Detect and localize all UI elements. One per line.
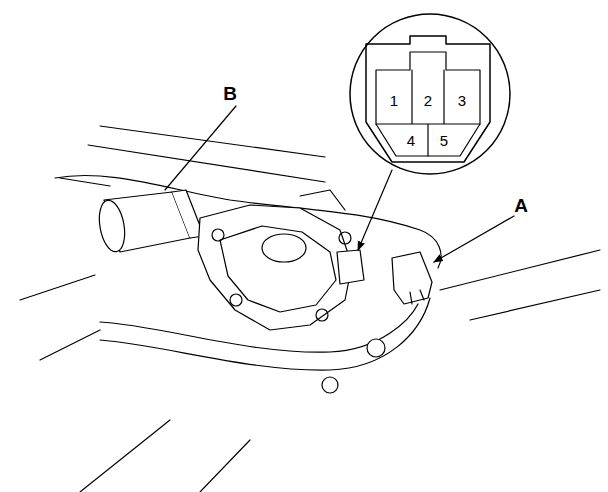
bolt: [212, 229, 224, 241]
panel-line: [60, 178, 110, 186]
motor-connector: [337, 250, 364, 284]
harness-connector: [392, 252, 432, 304]
panel-line: [300, 190, 345, 210]
pin-dividers: [376, 70, 480, 156]
gearbox-housing: [198, 205, 352, 330]
label-holder: B: [223, 84, 237, 103]
inset-circle: [350, 14, 510, 174]
leader-arrow: [434, 216, 514, 262]
panel-line: [20, 275, 100, 360]
label-holder: 1: [390, 93, 398, 108]
motor-end: [96, 198, 129, 253]
harness-clip: [367, 339, 385, 357]
inset-arrow: [358, 170, 392, 250]
label-holder: 3: [458, 93, 466, 108]
label-holder: A: [514, 196, 528, 215]
pin-number: 3: [458, 93, 466, 108]
bolt: [322, 377, 338, 393]
pin-number: 2: [424, 93, 432, 108]
panel-line: [80, 420, 250, 492]
label-holder: 2: [424, 93, 432, 108]
label-holder: 5: [440, 133, 448, 148]
pin-cells: [376, 52, 480, 156]
part-letter: B: [223, 84, 237, 103]
bolt: [339, 232, 351, 244]
pin-number: 4: [407, 133, 415, 148]
bolt: [230, 294, 242, 306]
panel-line: [88, 145, 325, 182]
connector-face: [366, 36, 490, 162]
part-letter: A: [514, 196, 528, 215]
bolt: [316, 309, 328, 321]
gear-boss: [262, 234, 306, 262]
wire-harness: [100, 298, 430, 370]
gearbox-cover: [220, 226, 336, 312]
pin-number: 1: [390, 93, 398, 108]
connector-latch: [410, 290, 424, 304]
label-holder: 4: [407, 133, 415, 148]
panel-line: [440, 250, 600, 320]
leader-line: [165, 106, 236, 190]
pin-number: 5: [440, 133, 448, 148]
